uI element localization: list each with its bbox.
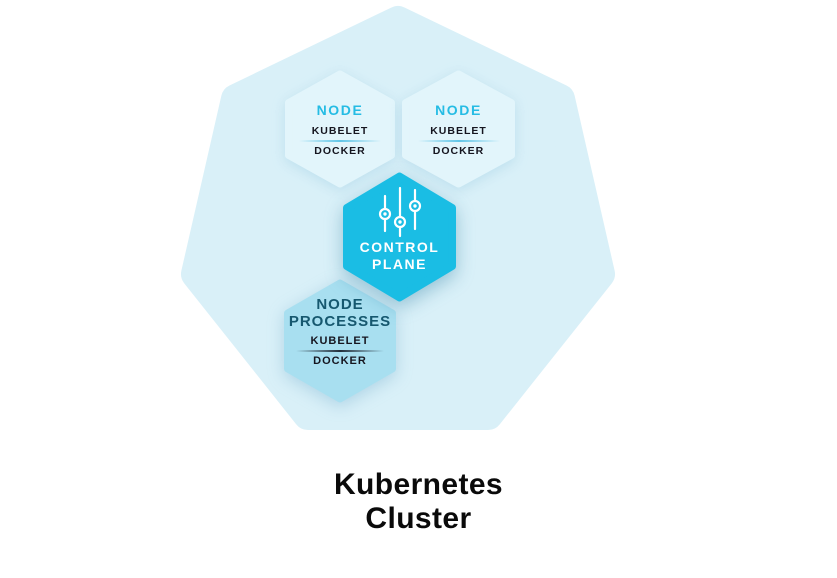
divider-line bbox=[417, 140, 500, 142]
hexagon-shape bbox=[285, 70, 395, 188]
control-plane-hexagon: CONTROL PLANE bbox=[343, 172, 456, 302]
process-label-docker: DOCKER bbox=[313, 355, 367, 367]
process-label-docker: DOCKER bbox=[314, 145, 366, 157]
node-label: NODE bbox=[316, 102, 364, 118]
process-label-kubelet: KUBELET bbox=[430, 125, 487, 137]
control-plane-label: CONTROL PLANE bbox=[360, 239, 440, 273]
control-plane-label-line2: PLANE bbox=[372, 256, 427, 272]
process-label-kubelet: KUBELET bbox=[311, 125, 369, 137]
node-hexagon-2: NODE KUBELET DOCKER bbox=[402, 70, 515, 188]
node-processes-label: NODE PROCESSES bbox=[288, 296, 392, 330]
diagram-title-line1: Kubernetes bbox=[333, 468, 504, 501]
process-label-kubelet: KUBELET bbox=[310, 335, 370, 347]
node-hexagon-1: NODE KUBELET DOCKER bbox=[285, 70, 395, 188]
hexagon-shape bbox=[402, 70, 515, 188]
node-label: NODE bbox=[435, 102, 482, 118]
diagram-title-line2: Cluster bbox=[365, 502, 472, 535]
sliders-icon bbox=[378, 186, 421, 238]
divider-line bbox=[296, 350, 384, 352]
diagram-title: Kubernetes Cluster bbox=[0, 468, 837, 536]
process-label-docker: DOCKER bbox=[432, 145, 485, 157]
hexagon-shape bbox=[284, 279, 397, 403]
divider-line bbox=[299, 140, 381, 142]
node-processes-hexagon: NODE PROCESSES KUBELET DOCKER bbox=[284, 279, 397, 403]
control-plane-label-line1: CONTROL bbox=[359, 239, 440, 255]
